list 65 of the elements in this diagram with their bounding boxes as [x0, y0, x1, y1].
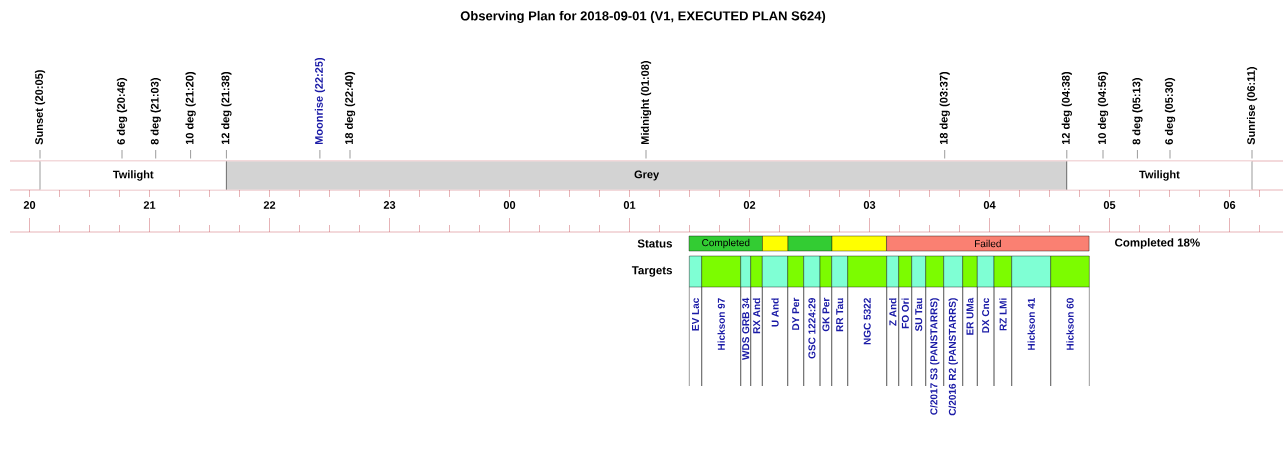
node-label: U And: [771, 298, 779, 327]
target-column: WDS GRB 34: [740, 255, 751, 387]
target-column: C/2017 S3 (PANSTARRS): [925, 255, 944, 416]
target-column: GK Per: [819, 255, 832, 387]
band-segment: Grey: [226, 161, 1067, 190]
status-segment: Completed: [688, 235, 763, 252]
band-segment: Twilight: [1066, 161, 1253, 190]
target-column: Z And: [886, 255, 899, 387]
node-label: Hickson 60: [1066, 298, 1074, 350]
target-column: RR Tau: [831, 255, 848, 387]
hour-label: 02: [743, 201, 756, 209]
target-column: SU Tau: [911, 255, 926, 387]
node-label: SU Tau: [915, 298, 923, 332]
target-column: RZ LMi: [993, 255, 1012, 387]
row-label: Targets: [631, 266, 672, 277]
node-label: Twilight: [112, 170, 154, 181]
target-column: Hickson 97: [701, 255, 741, 387]
hour-label: 05: [1103, 201, 1116, 209]
node-label: GK Per: [822, 297, 830, 332]
node-label: RX And: [752, 298, 761, 334]
node-label: C/2016 R2 (PANSTARRS): [948, 298, 958, 416]
row-label: Status: [637, 239, 672, 248]
node-label: NGC 5322: [863, 298, 871, 345]
node-label: Twilight: [1139, 170, 1180, 181]
node-label: FO Ori: [901, 298, 909, 329]
node-label: EV Lac: [692, 298, 699, 331]
node-label: WDS GRB 34: [742, 297, 750, 360]
node-label: Z And: [889, 298, 897, 326]
target-column: ER UMa: [962, 255, 978, 387]
target-column: RX And: [750, 255, 763, 387]
status-segment: [831, 235, 887, 252]
hour-label: 06: [1223, 201, 1236, 209]
target-column: U And: [762, 255, 788, 387]
node-label: ER UMa: [966, 297, 974, 335]
status-segment: [787, 235, 833, 252]
target-column: Hickson 41: [1011, 255, 1051, 387]
target-column: DY Per: [787, 255, 804, 387]
node-label: Hickson 97: [717, 298, 725, 350]
hour-label: 20: [23, 201, 36, 209]
node-label: DX Cnc: [982, 298, 990, 333]
node-label: C/2017 S3 (PANSTARRS): [930, 298, 940, 415]
target-column: NGC 5322: [847, 255, 887, 387]
status-segment: Failed: [886, 235, 1090, 252]
hour-label: 01: [623, 201, 636, 209]
node-label: GSC 1224:29: [808, 298, 816, 359]
target-column: DX Cnc: [977, 255, 995, 387]
hour-label: 21: [143, 201, 156, 209]
summary-text: Completed 18%: [1115, 238, 1200, 249]
target-column: EV Lac: [689, 255, 702, 387]
node-label: RZ LMi: [999, 298, 1007, 331]
status-segment: [762, 235, 789, 252]
node-label: RR Tau: [836, 298, 844, 332]
target-column: C/2016 R2 (PANSTARRS): [943, 255, 963, 417]
hour-label: 04: [983, 201, 996, 209]
node-label: Hickson 41: [1027, 297, 1035, 350]
target-column: Hickson 60: [1050, 255, 1090, 387]
node-label: DY Per: [792, 297, 800, 330]
band-segment: Twilight: [39, 161, 227, 190]
hour-label: 03: [863, 201, 876, 209]
target-column: GSC 1224:29: [803, 255, 821, 387]
hour-label: 22: [263, 201, 276, 209]
title: Observing Plan for 2018-09-01 (V1, EXECUTED PLAN S624): [460, 10, 826, 24]
hour-label: 23: [383, 201, 396, 209]
target-column: FO Ori: [898, 255, 912, 387]
hour-label: 00: [503, 201, 516, 209]
